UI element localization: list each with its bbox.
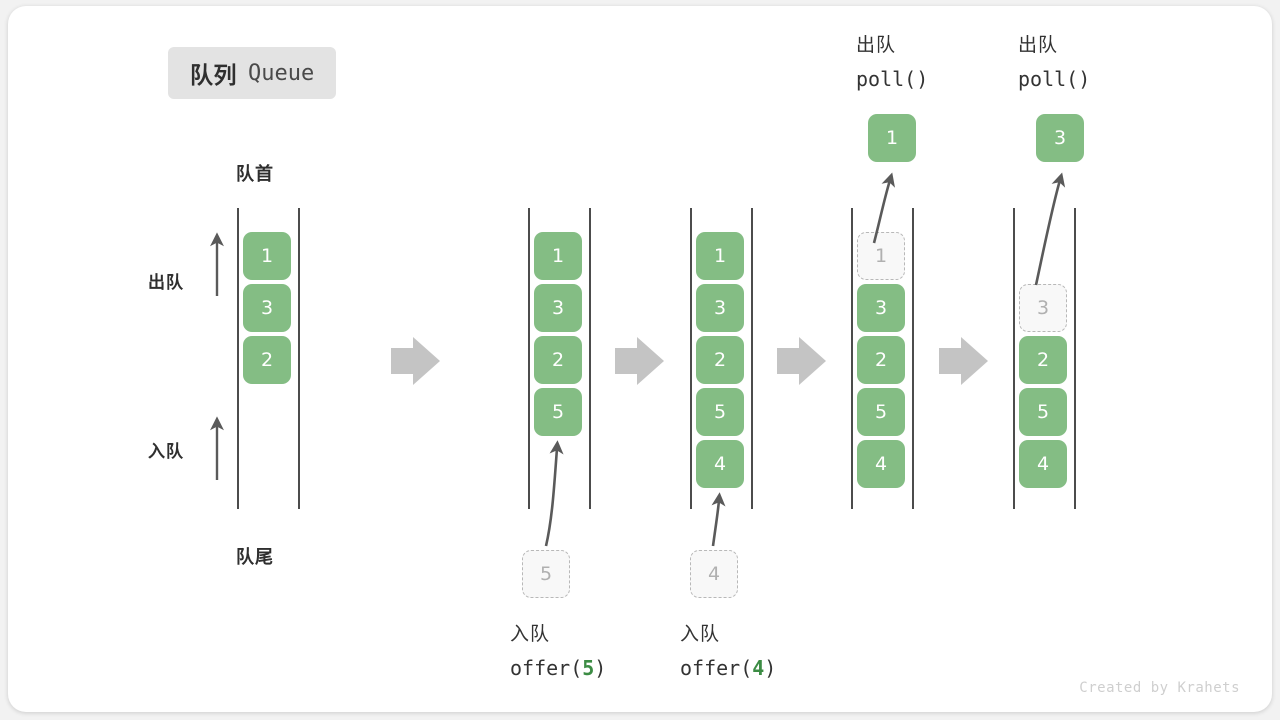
operation-caption-cn: 出队 xyxy=(856,34,897,56)
operation-caption-cn: 入队 xyxy=(680,623,721,645)
popped-element: 1 xyxy=(868,114,916,162)
rail-right-stage-poll3 xyxy=(1074,208,1076,509)
rail-right-stage-offer4 xyxy=(751,208,753,509)
queue-cell: 3 xyxy=(696,284,744,332)
queue-cell: 2 xyxy=(857,336,905,384)
enqueue-direction-label: 入队 xyxy=(148,442,184,462)
title-english: Queue xyxy=(248,60,315,86)
rail-left-stage-offer5 xyxy=(528,208,530,509)
queue-cell: 2 xyxy=(534,336,582,384)
queue-cell: 3 xyxy=(857,284,905,332)
queue-cell: 2 xyxy=(1019,336,1067,384)
incoming-element-ghost: 5 xyxy=(522,550,570,598)
operation-caption-offer4: 入队 offer(4) xyxy=(680,617,776,685)
queue-cell: 2 xyxy=(243,336,291,384)
operation-caption-code: poll() xyxy=(856,67,929,91)
operation-caption-cn: 入队 xyxy=(510,623,551,645)
queue-tail-label: 队尾 xyxy=(236,547,274,568)
attribution-footer: Created by Krahets xyxy=(1079,680,1240,696)
incoming-element-ghost: 4 xyxy=(690,550,738,598)
queue-head-label: 队首 xyxy=(236,164,274,185)
dequeue-direction-label: 出队 xyxy=(148,273,184,293)
operation-caption-code: offer(4) xyxy=(680,656,777,680)
title-chinese: 队列 xyxy=(190,63,237,89)
operation-caption-code: poll() xyxy=(1018,67,1091,91)
queue-cell: 4 xyxy=(1019,440,1067,488)
title-badge: 队列 Queue xyxy=(168,47,337,99)
queue-cell: 1 xyxy=(534,232,582,280)
popped-element: 3 xyxy=(1036,114,1084,162)
queue-cell: 5 xyxy=(857,388,905,436)
rail-left-stage-initial xyxy=(237,208,239,509)
rail-left-stage-poll1 xyxy=(851,208,853,509)
operation-caption-poll-3: 出队 poll() xyxy=(1018,28,1090,96)
queue-cell: 5 xyxy=(1019,388,1067,436)
queue-cell-removed: 1 xyxy=(857,232,905,280)
queue-cell: 4 xyxy=(696,440,744,488)
queue-cell: 4 xyxy=(857,440,905,488)
operation-caption-poll-1: 出队 poll() xyxy=(856,28,928,96)
operation-caption-cn: 出队 xyxy=(1018,34,1059,56)
queue-cell: 5 xyxy=(534,388,582,436)
queue-cell: 3 xyxy=(243,284,291,332)
queue-cell: 3 xyxy=(534,284,582,332)
operation-argument: 4 xyxy=(752,656,765,680)
queue-cell: 5 xyxy=(696,388,744,436)
queue-cell-removed: 3 xyxy=(1019,284,1067,332)
queue-cell: 2 xyxy=(696,336,744,384)
rail-left-stage-poll3 xyxy=(1013,208,1015,509)
operation-caption-code: offer(5) xyxy=(510,656,607,680)
rail-right-stage-initial xyxy=(298,208,300,509)
operation-caption-offer5: 入队 offer(5) xyxy=(510,617,606,685)
operation-argument: 5 xyxy=(582,656,595,680)
rail-right-stage-poll1 xyxy=(912,208,914,509)
rail-right-stage-offer5 xyxy=(589,208,591,509)
rail-left-stage-offer4 xyxy=(690,208,692,509)
queue-cell: 1 xyxy=(243,232,291,280)
queue-cell: 1 xyxy=(696,232,744,280)
content-card xyxy=(8,6,1272,712)
